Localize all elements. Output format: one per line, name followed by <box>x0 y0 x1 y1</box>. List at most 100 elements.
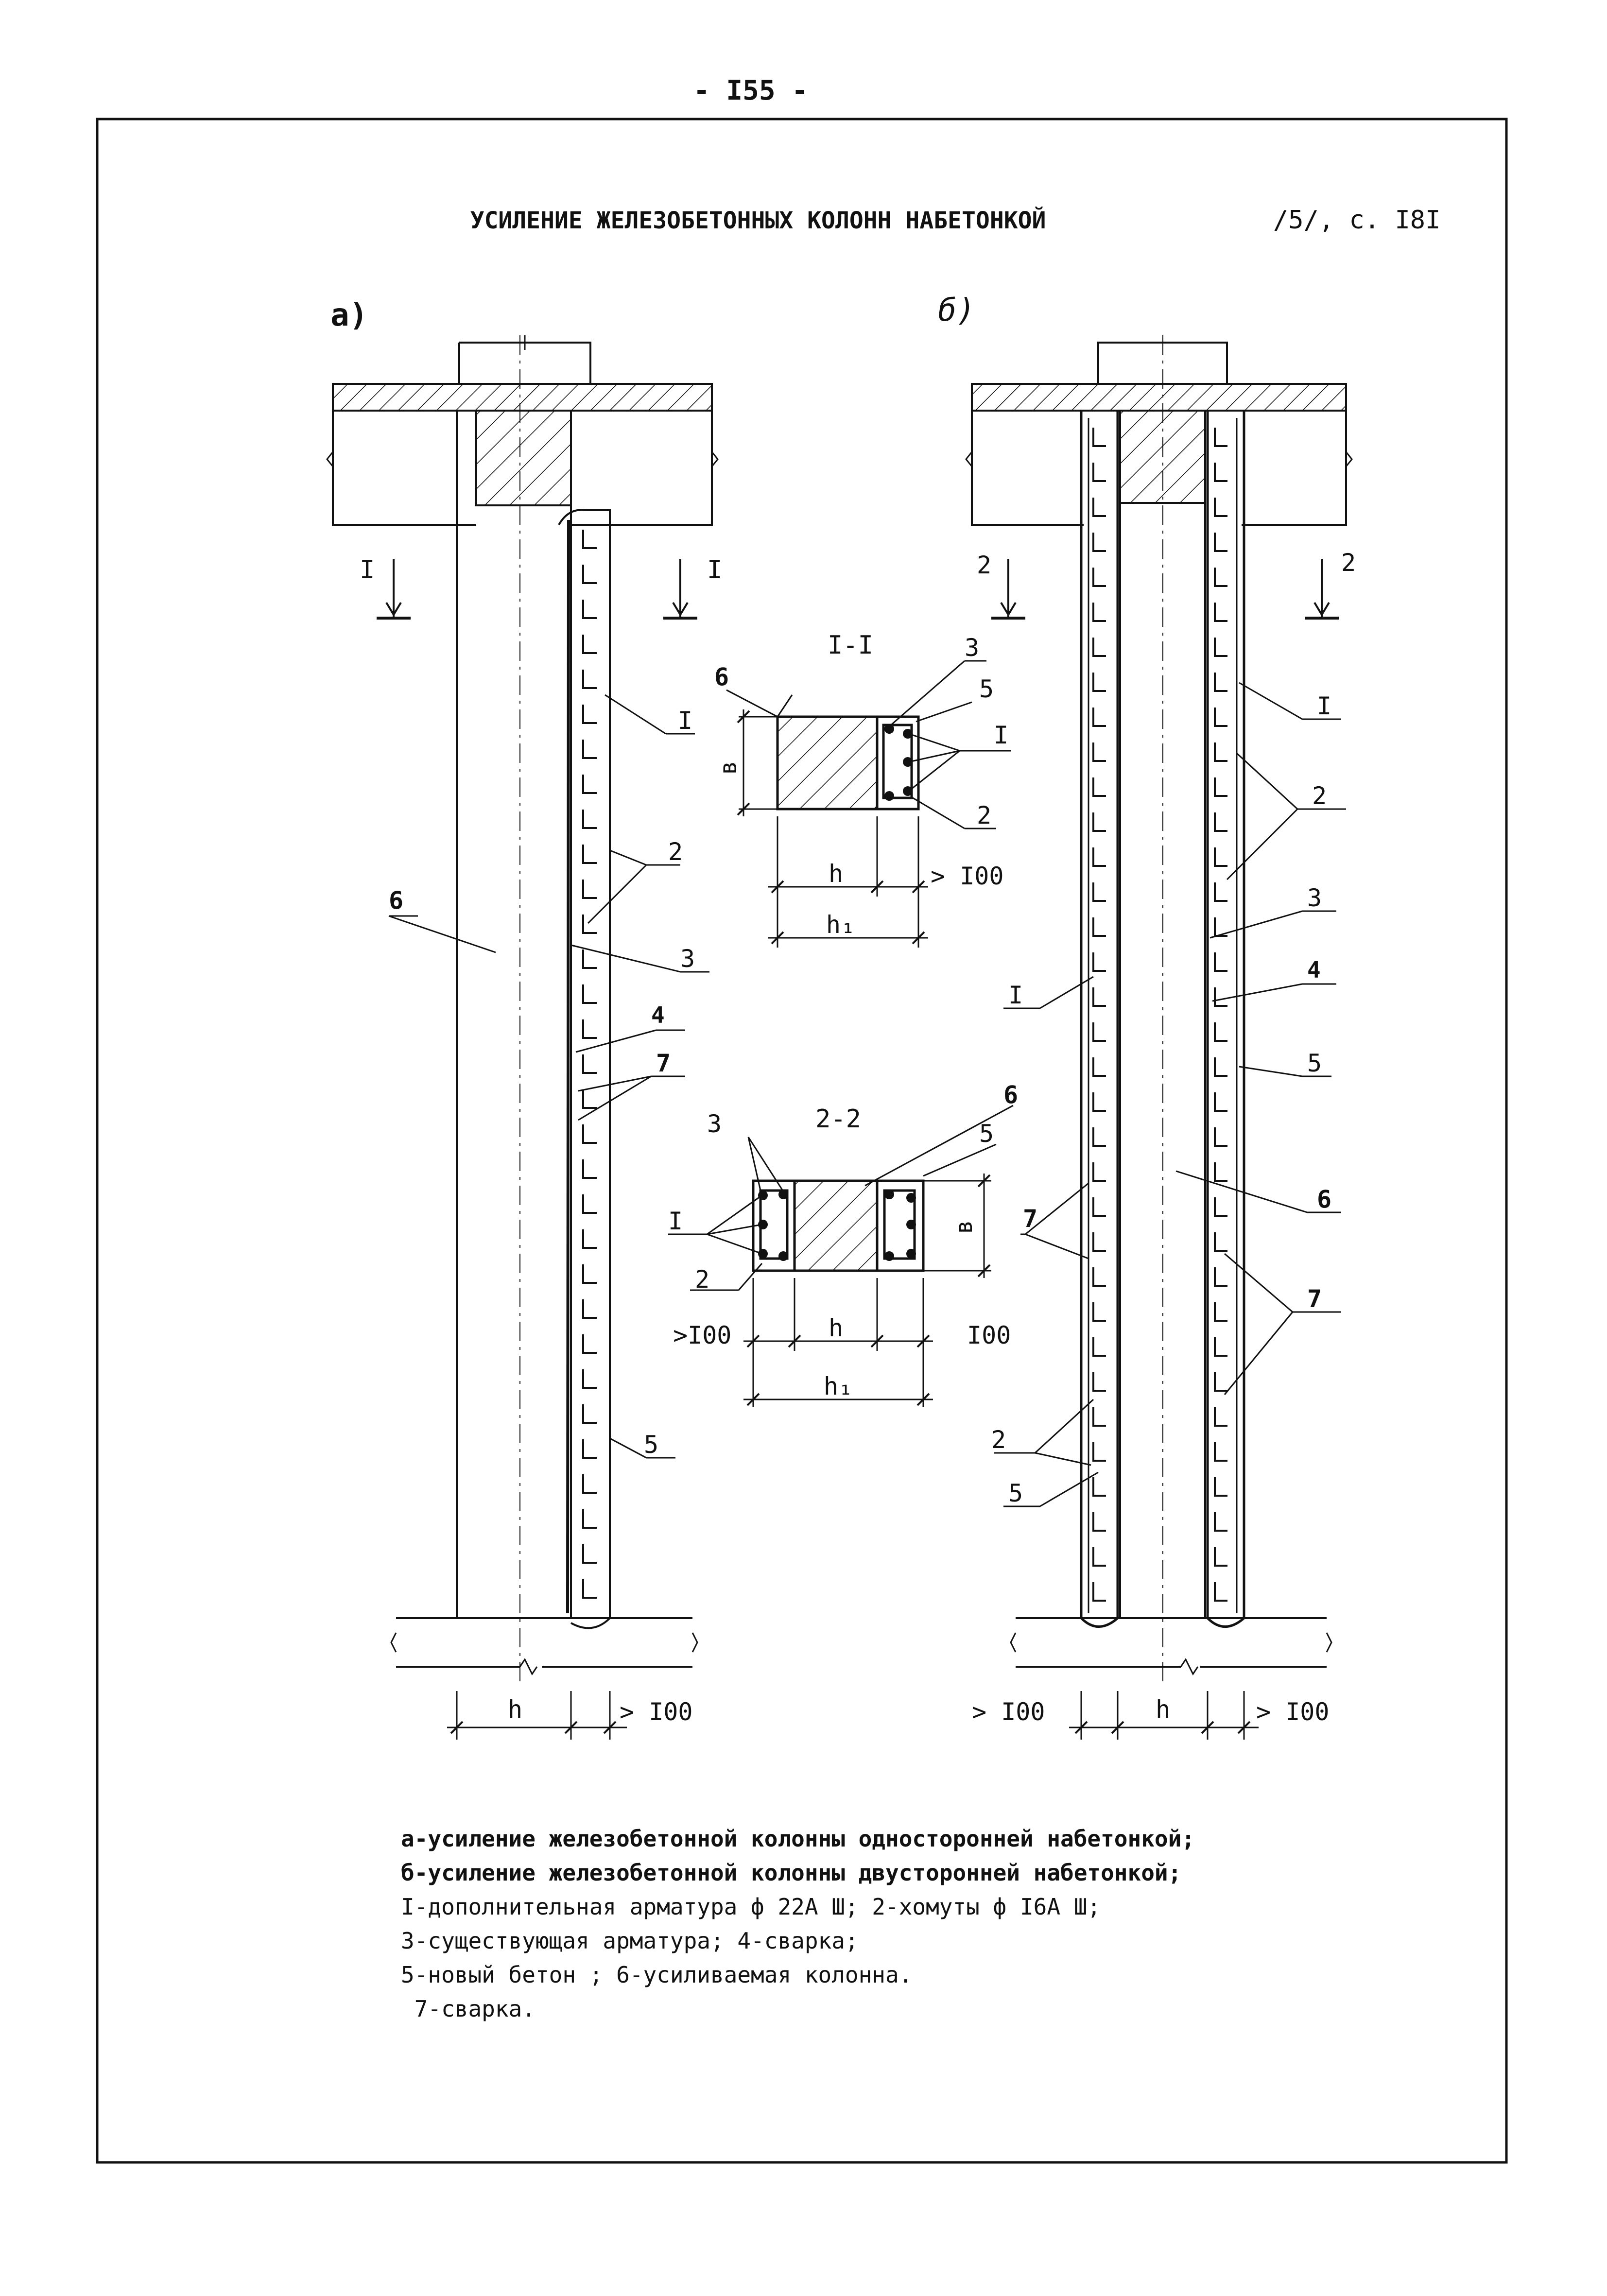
callout-a-6: 6 <box>389 886 403 915</box>
callout-b-6: 6 <box>1317 1185 1331 1213</box>
drawing-title: УСИЛЕНИЕ ЖЕЛЕЗОБЕТОННЫХ КОЛОНН НАБЕТОНКО… <box>470 207 1046 234</box>
caption-line-6: 7-сварка. <box>401 1996 536 2022</box>
stirrup-tick <box>1092 1232 1106 1252</box>
stirrup-tick <box>1214 638 1227 657</box>
section-2-old-concrete <box>793 1179 879 1272</box>
stirrup-tick <box>1092 987 1106 1007</box>
stirrup-tick <box>582 740 597 759</box>
section-2-title: 2-2 <box>815 1105 861 1134</box>
stirrup-tick <box>1092 463 1106 482</box>
stirrup-tick <box>1092 777 1106 797</box>
stirrup-tick <box>1214 463 1227 482</box>
stirrup-tick <box>582 949 597 969</box>
stirrup-tick <box>1214 1302 1227 1322</box>
beam-haunch <box>475 410 572 506</box>
stirrup-tick <box>1092 1057 1106 1077</box>
figure-a: а) I I I 2 6 <box>326 297 722 1740</box>
section-1-callout-2: 2 <box>977 801 991 829</box>
legend-caption: а-усиление железобетонной колонны одност… <box>401 1826 1195 2022</box>
stirrup-tick <box>582 1159 597 1179</box>
jacket-b-right <box>1206 411 1245 1628</box>
stirrup-tick <box>582 1439 597 1459</box>
stirrup-tick <box>1214 1512 1227 1532</box>
beam-outline <box>332 411 713 526</box>
stirrup-tick <box>1214 1547 1227 1567</box>
stirrup-tick <box>1214 1057 1227 1077</box>
dim-a-h: h <box>508 1695 522 1724</box>
stirrup-tick <box>582 1089 597 1109</box>
stirrup-tick <box>1092 533 1106 552</box>
stirrup-tick <box>1092 1547 1106 1567</box>
callout-a-2: 2 <box>668 838 683 866</box>
stirrup-tick <box>1214 847 1227 867</box>
stirrup-tick <box>582 1334 597 1354</box>
stirrup-tick <box>1092 812 1106 832</box>
section-1-dim-h1: h₁ <box>826 911 855 939</box>
stirrup-tick <box>582 1369 597 1389</box>
section-1-dim-h: h <box>829 860 843 888</box>
stirrup-tick <box>1214 498 1227 517</box>
stirrups-a <box>582 530 597 1599</box>
stirrup-tick <box>1214 1442 1227 1462</box>
section-2-dim-left: >I00 <box>673 1321 731 1349</box>
caption-line-3: I-дополнительная арматура ф 22А Ш; 2-хом… <box>401 1894 1101 1920</box>
figure-a-label: а) <box>330 297 368 333</box>
stirrup-tick <box>582 984 597 1004</box>
stirrup-tick <box>1092 498 1106 517</box>
stirrup-tick <box>1092 847 1106 867</box>
dim-b-right: > I00 <box>1256 1698 1330 1726</box>
jacket-a <box>558 509 611 1629</box>
caption-line-4: 3-существующая арматура; 4-сварка; <box>401 1928 859 1954</box>
stirrup-tick <box>1092 1512 1106 1532</box>
floor-slab <box>332 383 713 412</box>
callout-b-1-left: I <box>1008 981 1023 1009</box>
stirrup-tick <box>582 600 597 619</box>
section-mark-left-b: 2 <box>977 551 991 579</box>
stirrup-tick <box>1092 1407 1106 1427</box>
callout-b-7-left: 7 <box>1023 1205 1037 1233</box>
stirrup-tick <box>1092 568 1106 587</box>
stirrup-tick <box>1214 1197 1227 1217</box>
stirrup-tick <box>1214 1127 1227 1147</box>
section-1-callout-5: 5 <box>979 675 994 703</box>
section-1-callout-3: 3 <box>965 634 979 662</box>
stirrup-tick <box>1214 1162 1227 1182</box>
section-1-title: I-I <box>828 631 873 660</box>
stirrup-tick <box>1214 1477 1227 1497</box>
section-1-dim-extra: > I00 <box>931 862 1004 890</box>
section-1-callout-1: I <box>994 721 1008 749</box>
stirrup-tick <box>1214 882 1227 902</box>
stirrup-tick <box>1214 603 1227 622</box>
caption-line-5: 5-новый бетон ; 6-усиливаемая колонна. <box>401 1962 912 1988</box>
stirrup-tick <box>1214 708 1227 727</box>
stirrup-tick <box>1092 917 1106 937</box>
stirrup-tick <box>582 635 597 654</box>
section-1-dim-b: в <box>715 761 742 775</box>
page-number: - I55 - <box>693 75 808 106</box>
stirrup-tick <box>582 775 597 794</box>
section-2-dim-right: I00 <box>967 1321 1011 1349</box>
stirrup-tick <box>582 1544 597 1564</box>
callout-b-7: 7 <box>1307 1285 1322 1313</box>
foundation-b <box>1016 1617 1327 1668</box>
stirrup-tick <box>1214 742 1227 762</box>
stirrup-tick <box>1092 1442 1106 1462</box>
stirrup-tick <box>1092 742 1106 762</box>
stirrup-tick <box>1214 1407 1227 1427</box>
stirrup-tick <box>582 1054 597 1074</box>
stirrup-tick <box>582 1264 597 1284</box>
stirrup-tick <box>1092 673 1106 692</box>
stirrup-tick <box>1214 673 1227 692</box>
stirrup-tick <box>582 565 597 584</box>
stirrup-tick <box>582 705 597 724</box>
stirrup-tick <box>582 1404 597 1424</box>
upper-column-stub <box>458 342 591 384</box>
callout-b-5: 5 <box>1307 1049 1322 1077</box>
section-1-1: I-I 6 3 5 I 2 в <box>714 631 1011 948</box>
stirrup-tick <box>1214 533 1227 552</box>
stirrup-tick <box>582 1299 597 1319</box>
section-mark-left-a: I <box>360 555 375 585</box>
floor-slab-b <box>971 383 1347 412</box>
reference: /5/, с. I8I <box>1273 206 1440 235</box>
